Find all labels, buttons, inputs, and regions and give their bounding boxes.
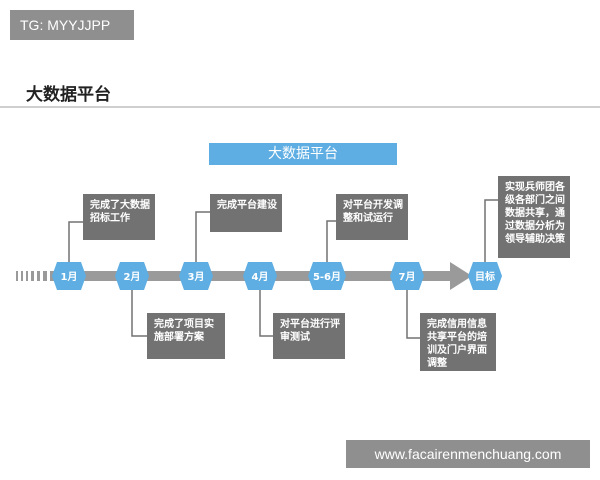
note-jan: 完成了大数据招标工作 — [83, 194, 155, 240]
milestone-label: 3月 — [188, 271, 205, 283]
timeline-start-dashes — [16, 271, 47, 281]
milestone-label: 1月 — [61, 271, 78, 283]
milestone-hex-4: 4月 — [243, 262, 277, 290]
milestone-hex-2: 2月 — [115, 262, 149, 290]
watermark: www.facairenmenchuang.com — [346, 440, 590, 468]
page-title: 大数据平台 — [26, 85, 111, 105]
milestone-hex-1: 1月 — [52, 262, 86, 290]
milestone-label: 7月 — [399, 271, 416, 283]
milestone-hex-goal: 目标 — [468, 262, 502, 290]
timeline-arrowhead — [450, 262, 472, 290]
milestone-label: 目标 — [475, 270, 495, 283]
note-jul: 完成信用信息共享平台的培训及门户界面调整 — [420, 313, 496, 371]
milestone-label: 5-6月 — [313, 271, 341, 283]
note-mar: 完成平台建设 — [210, 194, 282, 232]
milestone-label: 2月 — [124, 271, 141, 283]
note-feb: 完成了项目实施部署方案 — [147, 313, 225, 359]
note-may-jun: 对平台开发调整和试运行 — [336, 194, 408, 240]
title-divider — [0, 106, 600, 108]
milestone-hex-3: 3月 — [179, 262, 213, 290]
note-apr: 对平台进行评审测试 — [273, 313, 345, 359]
milestone-hex-5: 5-6月 — [308, 262, 346, 290]
note-connectors — [68, 199, 498, 339]
milestone-hex-6: 7月 — [390, 262, 424, 290]
diagram-title: 大数据平台 — [209, 143, 397, 165]
milestone-label: 4月 — [252, 271, 269, 283]
tg-badge: TG: MYYJJPP — [10, 10, 134, 40]
note-goal: 实现兵师团各级各部门之间数据共享，通过数据分析为领导辅助决策 — [498, 176, 570, 258]
